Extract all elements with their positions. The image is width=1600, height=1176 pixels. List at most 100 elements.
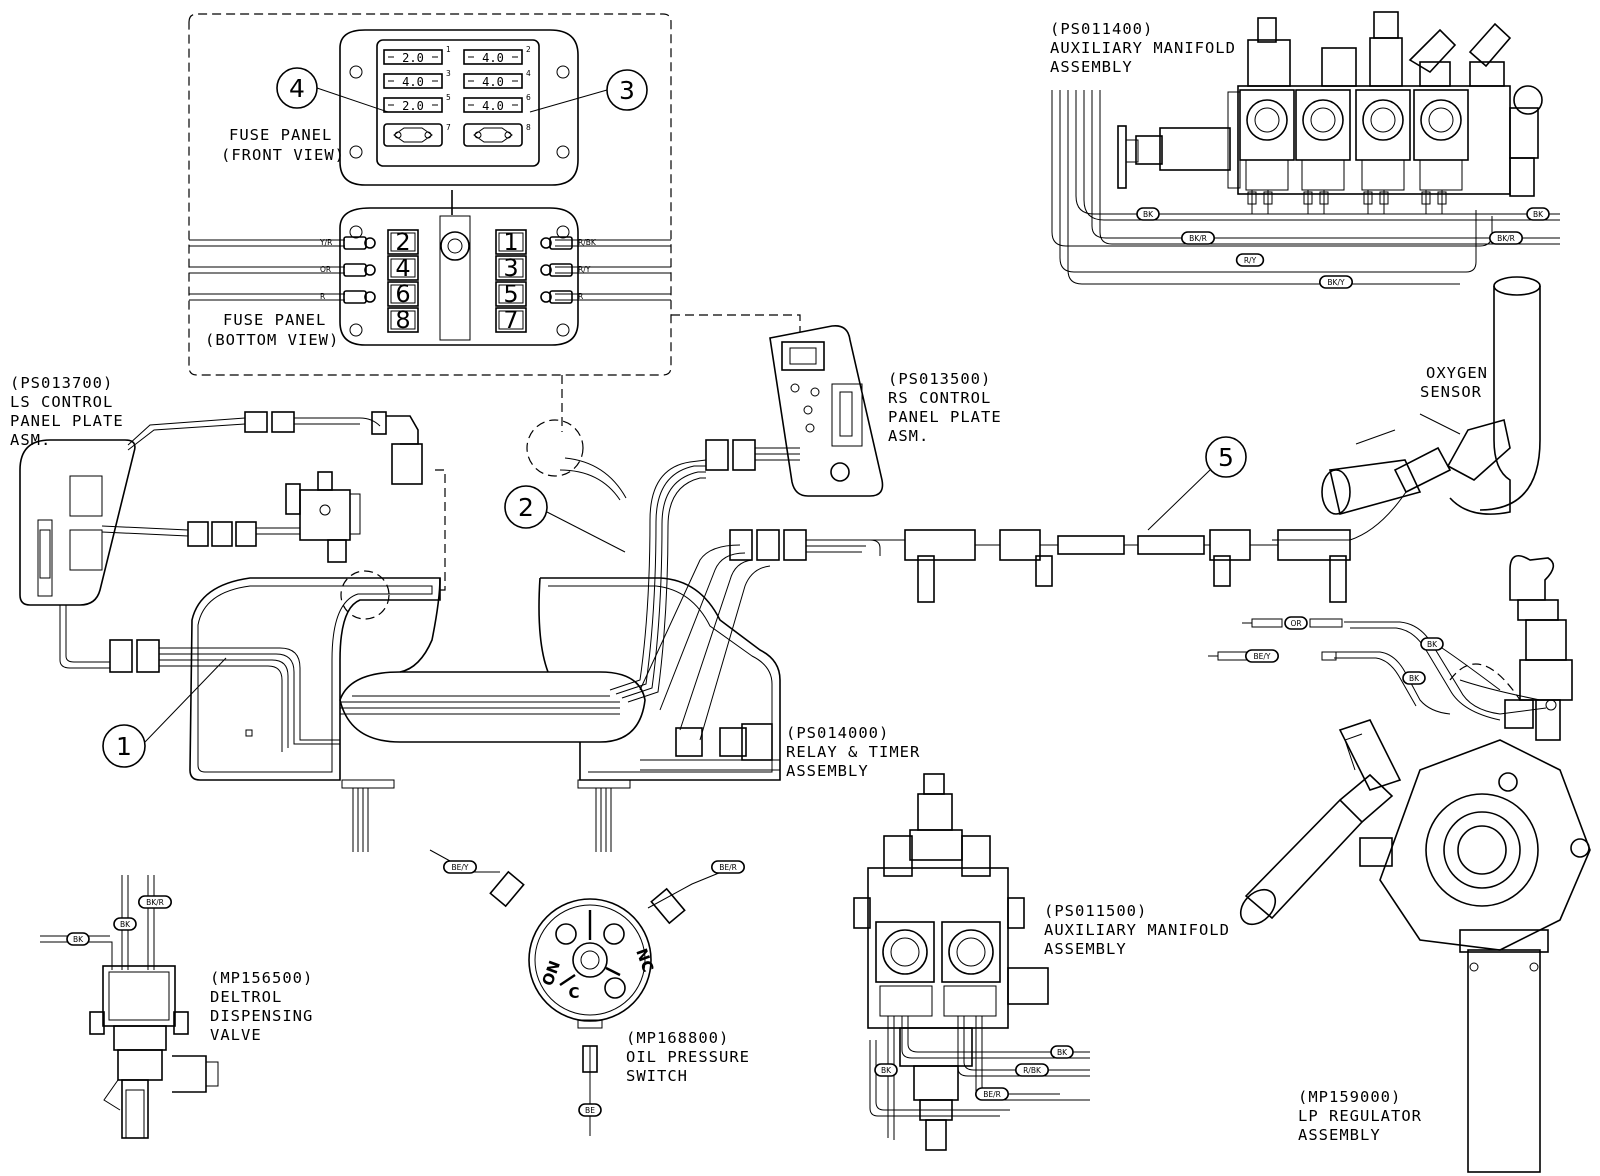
lp-regulator-assembly: (MP159000) LP REGULATOR ASSEMBLY — [1208, 554, 1591, 1173]
aux-manifold-bottom-label-3: ASSEMBLY — [1044, 940, 1127, 958]
oil-switch-wire-tag-capsule — [578, 1103, 602, 1117]
rs-panel-label-2: RS CONTROL — [888, 389, 991, 407]
fuse-bottom-slot-left: 4 — [395, 254, 410, 282]
callout-1-circle — [102, 724, 146, 768]
lp-regulator-label-2: LP REGULATOR — [1298, 1107, 1422, 1125]
aux-manifold-bottom-label-2: AUXILIARY MANIFOLD — [1044, 921, 1230, 939]
fuse-front-value: 4.0 — [482, 99, 504, 113]
top-manifold-wire-tag-capsule — [1235, 253, 1265, 267]
fuse-front-value: 2.0 — [402, 51, 424, 65]
relay-timer-label-1: (PS014000) — [786, 724, 889, 742]
lp-regulator-wire-tag: BK — [1409, 674, 1420, 683]
ls-panel-label-4: ASM. — [10, 431, 51, 449]
fuse-front-index: 6 — [526, 93, 531, 102]
callout-2: 2 — [518, 493, 534, 522]
fuse-front-index: 8 — [526, 123, 531, 132]
ls-panel-label-1: (PS013700) — [10, 374, 113, 392]
bottom-manifold-wire-tag: R/BK — [1023, 1066, 1042, 1075]
lp-regulator-wire-tag: OR — [1290, 619, 1301, 628]
fuse-left-wire-tag: R — [320, 292, 325, 301]
oil-switch-wire-tag-capsule — [710, 860, 745, 874]
fuse-front-label-2: (FRONT VIEW) — [221, 146, 345, 164]
oil-switch-label-2: OIL PRESSURE — [626, 1048, 750, 1066]
bottom-manifold-wire-tag: BK — [881, 1066, 892, 1075]
ls-panel-label-2: LS CONTROL — [10, 393, 113, 411]
lp-regulator-label-3: ASSEMBLY — [1298, 1126, 1381, 1144]
oil-switch-wire-tag: BE — [585, 1106, 595, 1115]
top-manifold-wire-tag: BK/Y — [1327, 278, 1345, 287]
lp-regulator-wire-tag-capsule — [1420, 637, 1444, 651]
lp-regulator-wire-tag-capsule — [1284, 616, 1308, 630]
top-manifold-wire-tag: BK — [1143, 210, 1154, 219]
callout-5: 5 — [1218, 443, 1234, 472]
deltrol-wire-tag-capsule — [113, 917, 137, 931]
fuse-front-value: 4.0 — [482, 51, 504, 65]
deltrol-wire-tag: BK — [73, 935, 84, 944]
top-manifold-wire-tag-capsule — [1489, 231, 1524, 245]
fuse-bottom-slot-right: 5 — [503, 280, 518, 308]
top-manifold-wire-tag-capsule — [1319, 275, 1354, 289]
main-tank-assembly: (PS014000) RELAY & TIMER ASSEMBLY — [159, 457, 920, 852]
deltrol-valve: (MP156500) DELTROL DISPENSING VALVE — [40, 875, 313, 1139]
ls-panel-label-3: PANEL PLATE — [10, 412, 124, 430]
top-manifold-wire-tag: BK — [1533, 210, 1544, 219]
fuse-bottom-slot-right: 7 — [503, 306, 518, 334]
bottom-manifold-wire-tag: BE/R — [983, 1090, 1001, 1099]
top-manifold-wire-tag-capsule — [1136, 207, 1160, 221]
fuse-bottom-slot-left: 8 — [395, 306, 410, 334]
top-manifold-wire-tag-capsule — [1526, 207, 1550, 221]
rs-control-panel: (PS013500) RS CONTROL PANEL PLATE ASM. — [705, 324, 1002, 497]
oil-switch-label-1: (MP168800) — [626, 1029, 729, 1047]
oxygen-sensor-label-2: SENSOR — [1420, 383, 1482, 401]
top-manifold-wire-tag-capsule — [1181, 231, 1216, 245]
relay-timer-label-3: ASSEMBLY — [786, 762, 869, 780]
fuse-bottom-slot-left: 6 — [395, 280, 410, 308]
aux-manifold-top: (PS011400) AUXILIARY MANIFOLD ASSEMBLY — [1050, 11, 1560, 289]
deltrol-wire-tag: BK — [120, 920, 131, 929]
oil-switch-label-3: SWITCH — [626, 1067, 688, 1085]
deltrol-label-2: DELTROL — [210, 988, 282, 1006]
fuse-left-wire-tag: Y/R — [319, 238, 332, 247]
deltrol-label-1: (MP156500) — [210, 969, 313, 987]
lp-regulator-wire-tag: BE/Y — [1254, 652, 1271, 661]
fuse-front-index: 4 — [526, 69, 531, 78]
aux-manifold-bottom: (PS011500) AUXILIARY MANIFOLD ASSEMBLY — [853, 773, 1230, 1151]
fuse-bottom-label-1: FUSE PANEL — [223, 311, 326, 329]
rs-panel-label-1: (PS013500) — [888, 370, 991, 388]
aux-manifold-top-label-2: AUXILIARY MANIFOLD — [1050, 39, 1236, 57]
relay-timer-label-2: RELAY & TIMER — [786, 743, 920, 761]
fuse-front-index: 1 — [446, 45, 451, 54]
deltrol-wire-tag: BK/R — [146, 898, 164, 907]
deltrol-wire-tag-capsule — [66, 932, 90, 946]
fuse-bottom-label-2: (BOTTOM VIEW) — [205, 331, 339, 349]
lp-regulator-label-1: (MP159000) — [1298, 1088, 1401, 1106]
rs-panel-label-4: ASM. — [888, 427, 929, 445]
lp-regulator-wire-tag: BK — [1427, 640, 1438, 649]
oil-switch-wire-tag-capsule — [442, 860, 477, 874]
fuse-bottom-slot-left: 2 — [395, 228, 410, 256]
oxygen-sensor-harness: 5 — [904, 436, 1351, 603]
oil-switch-wire-tag: BE/R — [719, 863, 737, 872]
fuse-bottom-slot-right: 1 — [503, 228, 518, 256]
rs-panel-label-3: PANEL PLATE — [888, 408, 1002, 426]
top-manifold-wire-tag: BK/R — [1189, 234, 1207, 243]
fuse-front-label-1: FUSE PANEL — [229, 126, 332, 144]
fuse-right-wire-tag: R/Y — [578, 265, 591, 274]
ls-control-panel: (PS013700) LS CONTROL PANEL PLATE ASM. — [10, 374, 423, 673]
fuse-front-index: 3 — [446, 69, 451, 78]
bottom-manifold-wire-tag-capsule — [1014, 1063, 1049, 1077]
connector-detail-circle — [526, 419, 584, 477]
bottom-manifold-wire-tag-capsule — [1050, 1045, 1074, 1059]
callout-1: 1 — [116, 732, 132, 761]
oil-pressure-switch: (MP168800) OIL PRESSURE SWITCH — [429, 849, 750, 1136]
top-manifold-wire-tag: BK/R — [1497, 234, 1515, 243]
lp-regulator-wire-tag-capsule — [1245, 649, 1280, 663]
fuse-right-wire-tag: R — [578, 292, 583, 301]
oxygen-sensor-label-1: OXYGEN — [1426, 364, 1488, 382]
fuse-left-wire-tag: OR — [320, 265, 331, 274]
top-manifold-wire-tag: R/Y — [1244, 256, 1257, 265]
oil-switch-wire-tag: BE/Y — [452, 863, 469, 872]
fuse-front-index: 7 — [446, 123, 451, 132]
